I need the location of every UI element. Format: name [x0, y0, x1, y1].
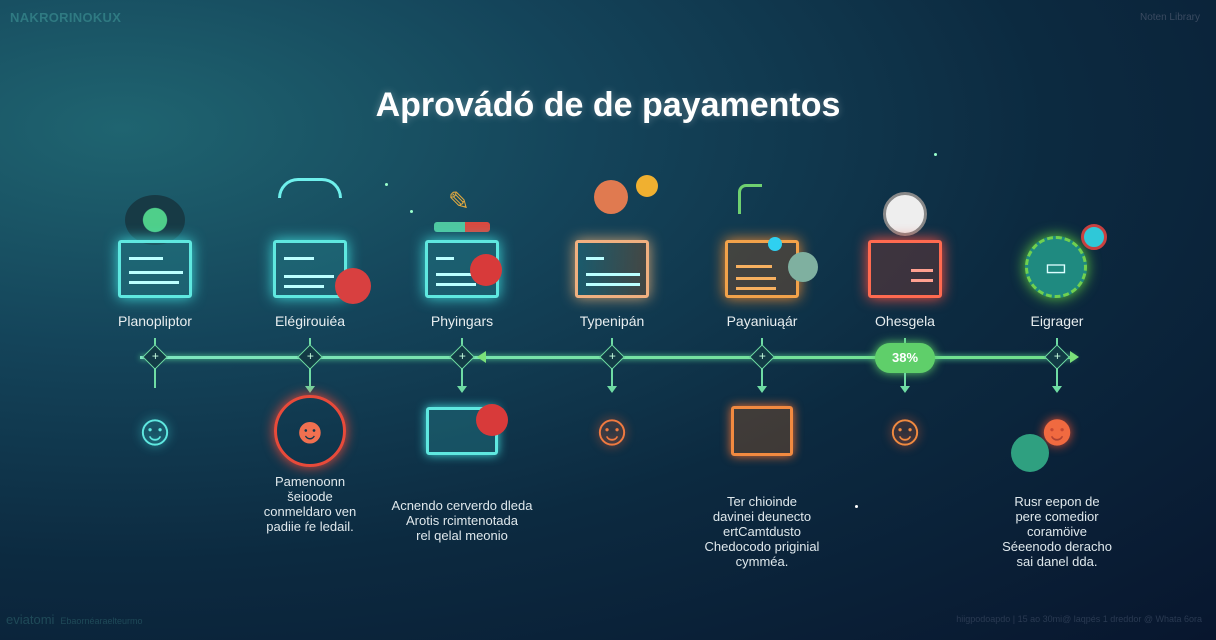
- music-icon: [1011, 434, 1049, 472]
- document-card-icon: [425, 240, 499, 298]
- stopwatch-icon: [883, 192, 927, 236]
- avatar-woman-icon: ☺: [589, 406, 635, 455]
- alert-badge-icon: [476, 404, 508, 436]
- avatar-woman-icon: ☻: [274, 395, 346, 467]
- status-dot-icon: [768, 237, 782, 251]
- document-card-icon: [118, 240, 192, 298]
- user-outline-icon: ☺: [132, 406, 178, 455]
- document-card-icon: [725, 240, 799, 298]
- sparkle: [934, 153, 937, 156]
- step-label: Elégirouiéa: [274, 313, 346, 329]
- trash-badge-icon: [470, 254, 502, 286]
- step-node[interactable]: +: [449, 344, 475, 370]
- step-label: Typenipán: [579, 313, 645, 329]
- step-node[interactable]: +: [749, 344, 775, 370]
- sparkle: [410, 210, 413, 213]
- step-label: Eigrager: [1030, 313, 1084, 329]
- footer-right: hiigpodoapdo | 15 ao 30mi@ laqpés 1 dred…: [956, 614, 1202, 624]
- step-node[interactable]: +: [142, 344, 168, 370]
- leaf-icon: ✎: [448, 186, 470, 216]
- document-card-icon: [868, 240, 942, 298]
- progress-badge: 38%: [875, 343, 935, 373]
- document-card-icon: [273, 240, 347, 298]
- umbrella-icon: [278, 178, 342, 198]
- page-title: Aprovádó de de payamentos: [375, 86, 841, 124]
- status-dot-icon: [1081, 224, 1107, 250]
- step-label: Planopliptor: [118, 313, 192, 329]
- timeline-arrow-right: [1070, 351, 1079, 363]
- document-card-icon: [575, 240, 649, 298]
- timeline-arrow-left: [477, 351, 486, 363]
- step-label: Payaniuąár: [726, 313, 798, 329]
- brand-logo: NAKRORINOKUX: [10, 10, 122, 25]
- sparkle: [855, 505, 858, 508]
- step-node[interactable]: +: [1044, 344, 1070, 370]
- mask-icon: [788, 252, 818, 282]
- route-arrow-icon: [738, 184, 762, 214]
- avatar-person-icon: ☺: [882, 406, 928, 455]
- step-label: Ohesgela: [875, 313, 935, 329]
- lightbulb-face-icon: [594, 180, 628, 214]
- sparkle: [385, 183, 388, 186]
- step-node[interactable]: +: [297, 344, 323, 370]
- progress-arrow-icon: [434, 222, 490, 232]
- person-badge-icon: [335, 268, 371, 304]
- receipt-icon: [726, 395, 798, 467]
- device-icon: ▭: [1025, 236, 1087, 298]
- library-link[interactable]: Noten Library: [1139, 12, 1200, 23]
- step-node[interactable]: +: [599, 344, 625, 370]
- coin-icon: [636, 175, 658, 197]
- step-label: Phyingars: [430, 313, 494, 329]
- shield-badge-icon: [125, 195, 185, 245]
